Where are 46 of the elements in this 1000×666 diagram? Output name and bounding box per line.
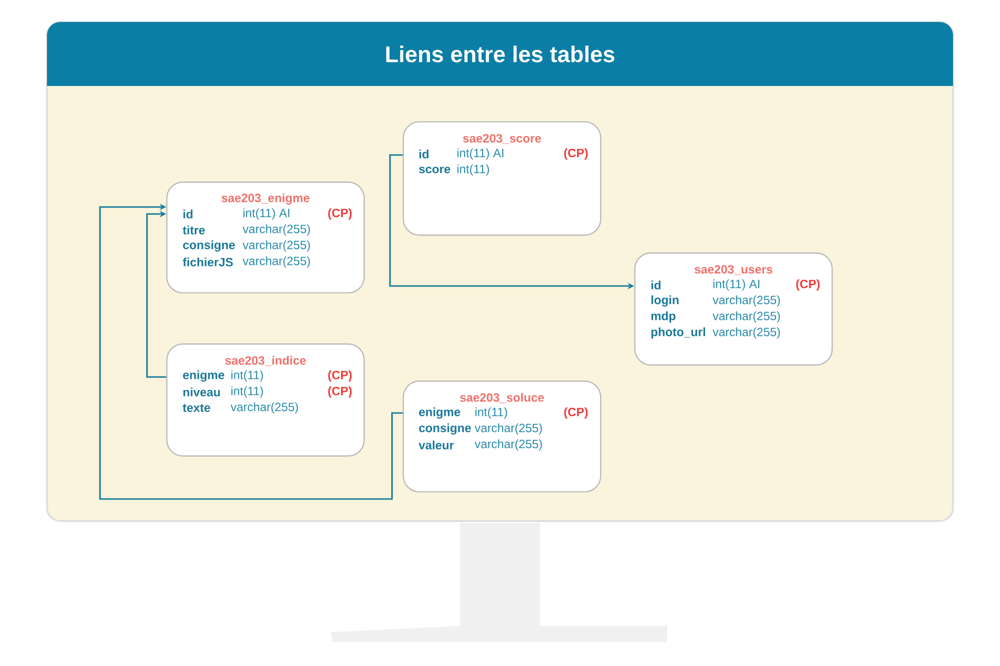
title-bar: Liens entre les tables	[47, 22, 953, 86]
table-title: sae203_indice	[225, 356, 306, 366]
field-type: varchar(255)	[242, 240, 310, 252]
field-type: varchar(255)	[242, 224, 310, 236]
table-title: sae203_soluce	[460, 392, 544, 404]
field-name: mdp	[651, 311, 676, 323]
field-name: login	[651, 295, 679, 307]
field-name: id	[183, 210, 192, 218]
field-name: titre	[182, 226, 205, 234]
field-type: int(11) AI	[713, 279, 760, 291]
field-name: score	[419, 166, 450, 174]
key-marker: (CP)	[796, 279, 820, 291]
field-type: int(11)	[457, 164, 489, 176]
field-name: valeur	[418, 440, 454, 450]
key-marker: (CP)	[564, 407, 588, 419]
field-type: int(11) AI	[243, 208, 290, 220]
field-name: fichierJS	[182, 258, 233, 266]
key-marker: (CP)	[328, 370, 352, 382]
key-marker: (CP)	[564, 148, 588, 160]
field-name: enigme	[183, 370, 224, 382]
field-type: varchar(255)	[474, 423, 542, 435]
field-type: varchar(255)	[230, 402, 298, 414]
field-name: photo_url	[651, 327, 706, 339]
connector-arrow	[99, 204, 403, 500]
field-type: varchar(255)	[474, 439, 542, 451]
field-type: varchar(255)	[712, 327, 780, 339]
field-type: int(11) AI	[457, 148, 504, 160]
field-type: varchar(255)	[712, 295, 780, 307]
field-name: id	[651, 280, 660, 290]
field-type: int(11)	[231, 370, 263, 382]
field-type: varchar(255)	[242, 256, 310, 268]
field-name: enigme	[419, 407, 460, 419]
field-name: consigne	[419, 423, 471, 435]
field-name: texte	[182, 404, 210, 412]
table-title: sae203_users	[694, 265, 772, 275]
key-marker: (CP)	[328, 386, 352, 398]
table-title: sae203_enigme	[222, 193, 310, 205]
field-name: id	[419, 150, 428, 158]
key-marker: (CP)	[328, 208, 352, 220]
field-type: varchar(255)	[712, 311, 780, 323]
field-name: consigne	[183, 240, 235, 252]
connector-arrow	[146, 210, 166, 378]
field-type: int(11)	[475, 407, 507, 419]
field-type: int(11)	[231, 386, 263, 398]
table-title: sae203_score	[463, 134, 541, 144]
field-name: niveau	[183, 388, 220, 396]
